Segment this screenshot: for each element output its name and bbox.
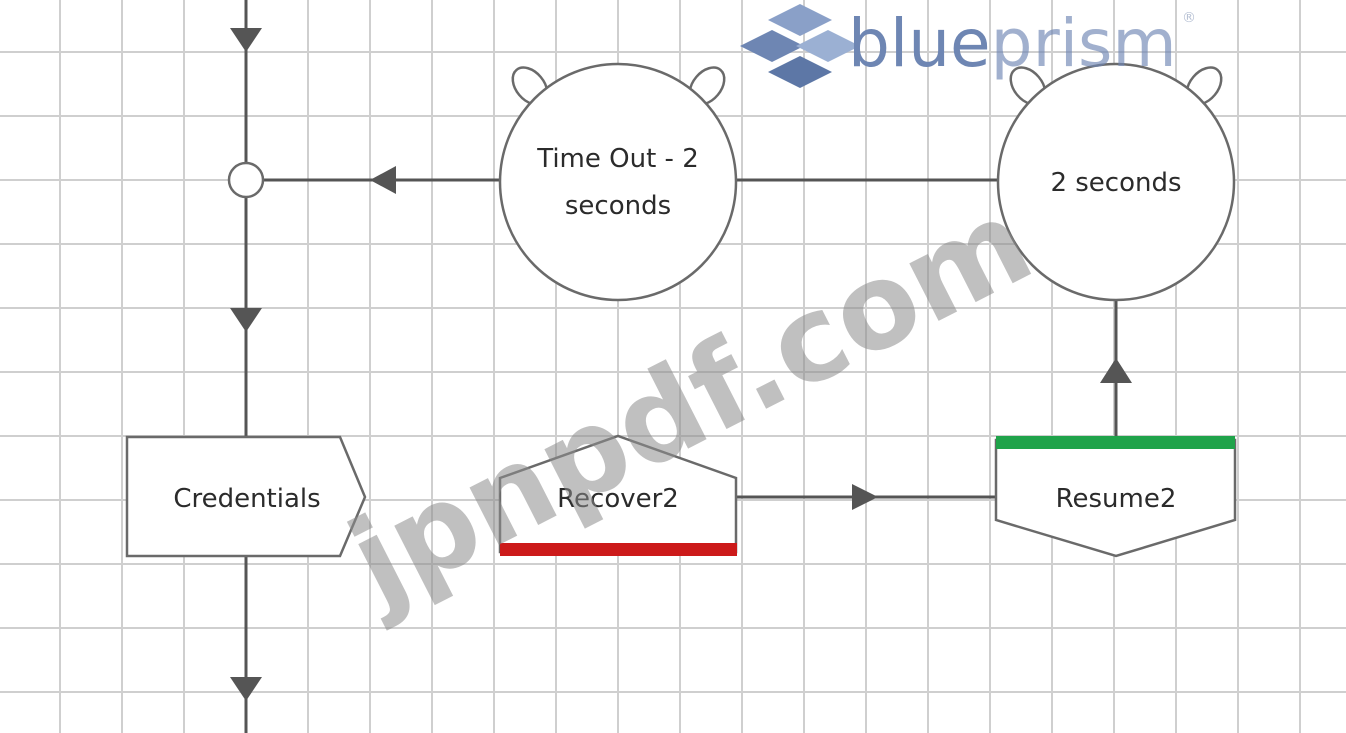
arrow-down-middle	[230, 308, 262, 332]
recover-shape	[498, 434, 738, 554]
arrow-down-top	[230, 28, 262, 52]
blueprism-wordmark-blue: blue	[848, 5, 991, 82]
registered-mark: ®	[1182, 10, 1196, 26]
timeout-label-line1: Time Out - 2	[536, 144, 698, 174]
junction-node[interactable]	[227, 161, 265, 199]
credentials-label: Credentials	[173, 484, 320, 514]
blueprism-logo-icon	[740, 4, 860, 88]
recover-accent-bar	[500, 543, 737, 556]
arrowheads	[230, 28, 1132, 701]
arrow-down-bottom	[230, 677, 262, 701]
resume-stage[interactable]: Resume2	[994, 436, 1237, 558]
blueprism-logo: blueprism ®	[740, 4, 1196, 88]
arrow-right-to-resume	[852, 484, 878, 510]
arrow-left-to-junction	[370, 166, 396, 194]
credentials-stage[interactable]: Credentials	[125, 435, 367, 558]
timeout-circle	[498, 62, 738, 302]
resume-accent-bar	[996, 436, 1235, 449]
wait-circle	[996, 62, 1236, 302]
blueprism-wordmark: blueprism	[848, 5, 1177, 82]
timeout-label-line2: seconds	[565, 191, 671, 221]
resume-label: Resume2	[1056, 484, 1177, 514]
blueprism-wordmark-prism: prism	[991, 5, 1177, 82]
wait-stage[interactable]: 2 seconds	[996, 61, 1236, 302]
arrow-up-to-wait	[1100, 358, 1132, 383]
wait-label: 2 seconds	[1050, 168, 1181, 198]
recover-stage[interactable]: Recover2	[498, 434, 738, 556]
timeout-stage[interactable]: Time Out - 2 seconds	[498, 61, 738, 302]
recover-label: Recover2	[557, 484, 679, 514]
credentials-shape	[125, 435, 367, 558]
